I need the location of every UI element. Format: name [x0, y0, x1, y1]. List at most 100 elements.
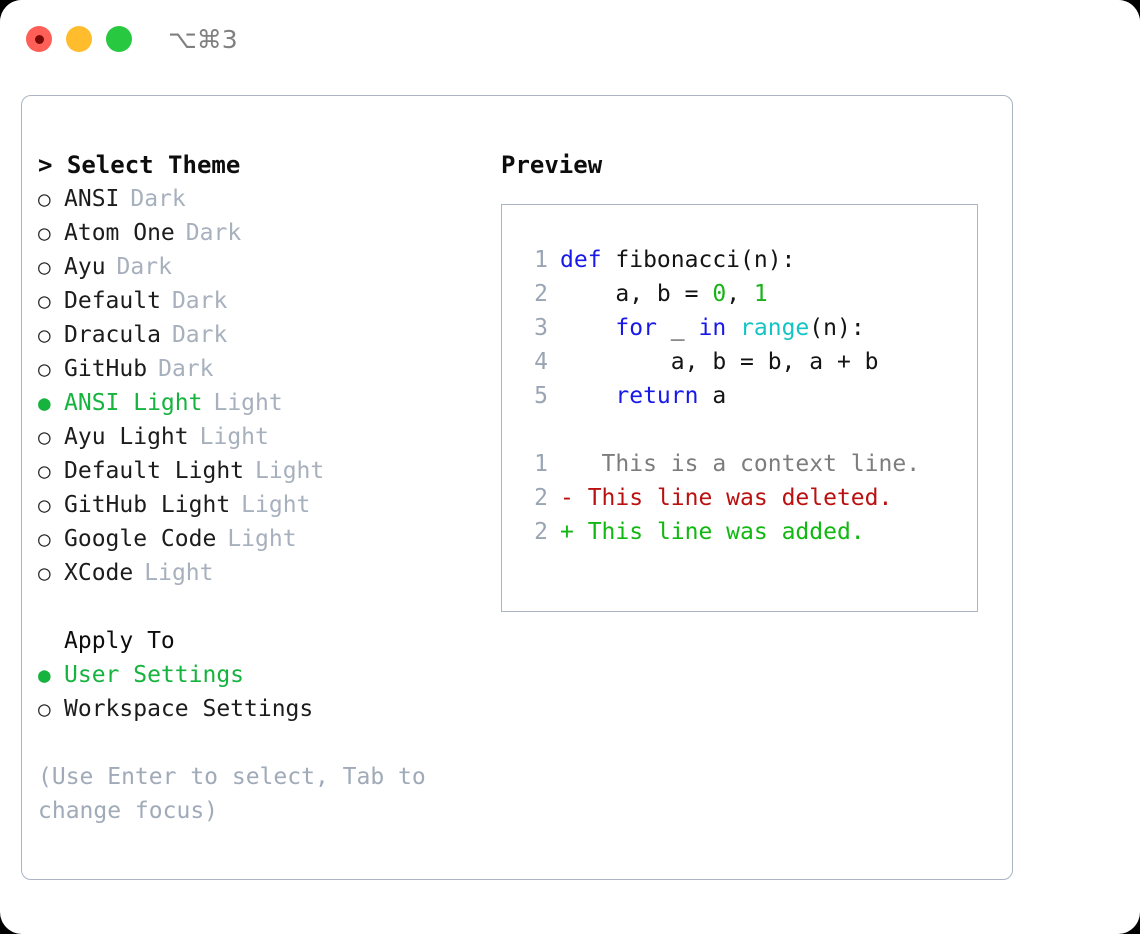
theme-option-kind: Dark	[171, 288, 228, 314]
theme-option-label: ANSI Light	[64, 390, 203, 416]
close-window-icon[interactable]	[26, 26, 52, 52]
theme-option-kind: Dark	[116, 254, 172, 280]
select-theme-header: > Select Theme	[38, 151, 241, 179]
code-token-num: 1	[753, 281, 768, 307]
radio-unselected-icon: ○	[38, 323, 51, 347]
keyboard-shortcut-badge: ⌥⌘3	[168, 24, 238, 54]
diff-marker: -	[560, 485, 574, 511]
code-token-kw: in	[698, 315, 727, 341]
close-dot-icon	[34, 34, 44, 44]
keyboard-hint-text: (Use Enter to select, Tab to change focu…	[38, 764, 426, 824]
theme-option-kind: Dark	[158, 356, 214, 382]
radio-unselected-icon: ○	[38, 561, 51, 585]
theme-option-label: Google Code	[64, 526, 217, 552]
theme-option-kind: Dark	[171, 322, 228, 348]
code-line: 3 for _ in range(n):	[514, 311, 977, 345]
theme-option-kind: Light	[255, 458, 325, 484]
diff-line-text: This is a context line.	[573, 451, 921, 477]
theme-option-label: Ayu Light	[64, 424, 189, 450]
code-token-kw: for	[615, 315, 657, 341]
preview-header: Preview	[501, 151, 603, 179]
radio-unselected-icon: ○	[38, 357, 51, 381]
code-token-plain: a, b =	[560, 281, 713, 307]
theme-option-kind: Light	[227, 526, 297, 552]
apply-to-option-workspace-settings[interactable]: ○ Workspace Settings	[38, 692, 492, 726]
apply-to-option-label: Workspace Settings	[64, 696, 314, 722]
theme-option-kind: Light	[213, 390, 283, 416]
radio-unselected-icon: ○	[38, 459, 51, 483]
code-line-text: for _ in range(n):	[560, 311, 865, 345]
theme-option-ansi-light[interactable]: ● ANSI Light Light	[38, 386, 492, 420]
title-bar: ⌥⌘3	[0, 0, 1140, 78]
diff-line-add: 2+ This line was added.	[514, 515, 977, 549]
theme-option-atom-one[interactable]: ○ Atom One Dark	[38, 216, 492, 250]
code-token-plain: a, b = b, a + b	[560, 349, 879, 375]
theme-option-google-code[interactable]: ○ Google Code Light	[38, 522, 492, 556]
theme-option-label: XCode	[64, 560, 134, 586]
diff-line-text: This line was deleted.	[573, 485, 893, 511]
code-token-plain: fibonacci(n):	[601, 247, 796, 273]
code-token-plain	[560, 383, 615, 409]
code-line-number: 2	[534, 281, 548, 307]
diff-line-number: 1	[534, 451, 548, 477]
theme-option-kind: Dark	[185, 220, 242, 246]
radio-unselected-icon: ○	[38, 527, 51, 551]
maximize-window-icon[interactable]	[106, 26, 132, 52]
radio-unselected-icon: ○	[38, 697, 51, 721]
apply-to-option-user-settings[interactable]: ● User Settings	[38, 658, 492, 692]
apply-to-list[interactable]: ● User Settings ○ Workspace Settings	[38, 658, 492, 726]
code-token-plain: ,	[726, 281, 754, 307]
theme-option-default-light[interactable]: ○ Default Light Light	[38, 454, 492, 488]
code-line: 2 a, b = 0, 1	[514, 277, 977, 311]
theme-option-github[interactable]: ○ GitHub Dark	[38, 352, 492, 386]
apply-to-header: Apply To	[64, 628, 175, 654]
list-spacer	[38, 590, 492, 624]
traffic-lights	[26, 26, 132, 52]
diff-marker	[560, 447, 574, 481]
code-diff-separator	[514, 413, 977, 447]
code-token-plain: (n):	[809, 315, 865, 341]
diff-line-del: 2- This line was deleted.	[514, 481, 977, 515]
code-line-number: 4	[534, 349, 548, 375]
code-line-text: def fibonacci(n):	[560, 243, 795, 277]
code-line-text: a, b = 0, 1	[560, 277, 768, 311]
diff-sample: 1 This is a context line.2- This line wa…	[514, 447, 977, 549]
code-token-plain: a	[698, 383, 727, 409]
apply-to-option-label: User Settings	[64, 662, 245, 688]
diff-line-ctx: 1 This is a context line.	[514, 447, 977, 481]
code-line-number: 3	[534, 315, 548, 341]
theme-option-xcode[interactable]: ○ XCode Light	[38, 556, 492, 590]
theme-option-kind: Light	[144, 560, 214, 586]
diff-marker: +	[560, 519, 574, 545]
theme-option-kind: Dark	[130, 186, 186, 212]
radio-unselected-icon: ○	[38, 425, 51, 449]
code-token-plain	[726, 315, 740, 341]
radio-selected-icon: ●	[38, 663, 51, 687]
theme-option-label: Atom One	[64, 220, 175, 246]
radio-unselected-icon: ○	[38, 221, 51, 245]
theme-option-label: Default Light	[64, 458, 245, 484]
theme-option-kind: Light	[241, 492, 311, 518]
radio-unselected-icon: ○	[38, 187, 51, 211]
minimize-window-icon[interactable]	[66, 26, 92, 52]
radio-unselected-icon: ○	[38, 255, 51, 279]
code-line-number: 5	[534, 383, 548, 409]
theme-option-label: Default	[64, 288, 161, 314]
radio-selected-icon: ●	[38, 391, 51, 415]
radio-unselected-icon: ○	[38, 493, 51, 517]
theme-option-label: GitHub	[64, 356, 148, 382]
code-token-fn: range	[740, 315, 810, 341]
code-token-num: 0	[712, 281, 727, 307]
